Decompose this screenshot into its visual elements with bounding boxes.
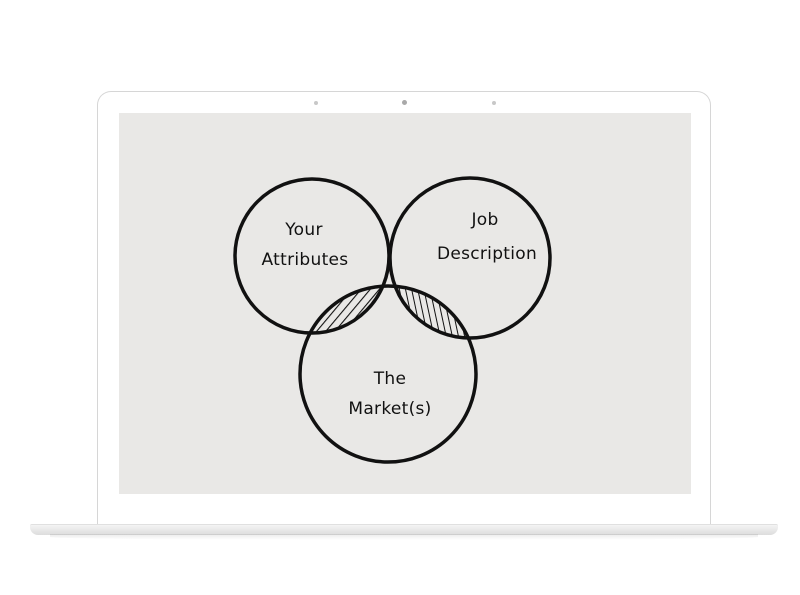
webcam-icon xyxy=(402,100,407,105)
label-attributes: Attributes xyxy=(262,250,349,270)
sensor-dot-right xyxy=(492,101,496,105)
label-job: Job xyxy=(470,210,498,230)
circle-the-markets xyxy=(298,284,478,464)
laptop-shadow xyxy=(50,534,758,540)
label-the: The xyxy=(373,369,407,389)
laptop-base xyxy=(30,524,778,535)
sensor-dot-left xyxy=(314,101,318,105)
label-markets: Market(s) xyxy=(348,399,431,419)
label-description: Description xyxy=(437,244,537,264)
label-your: Your xyxy=(284,220,323,240)
